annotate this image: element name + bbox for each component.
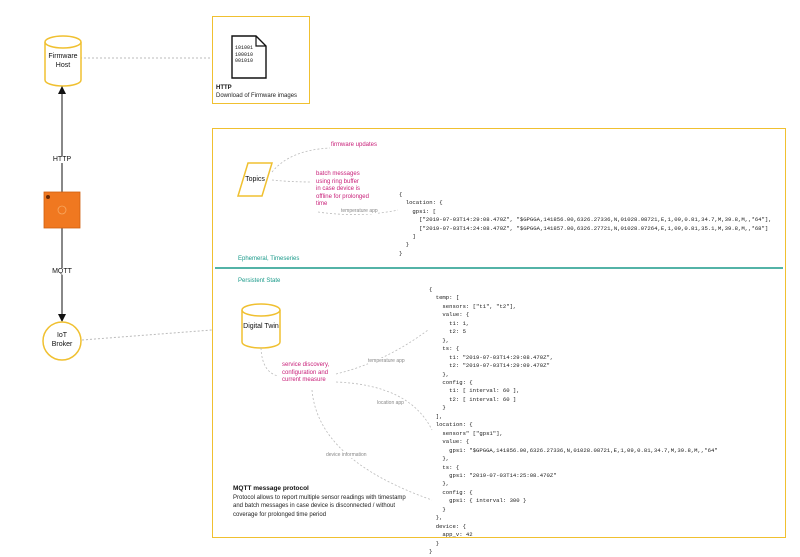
- persistent-json: { temp: [ sensors: ["t1", "t2"], value: …: [429, 286, 718, 556]
- http-box: [212, 16, 310, 104]
- service-discovery-label: service discovery, configuration and cur…: [282, 362, 330, 384]
- ephemeral-json: { location: { gps1: [ ["2019-07-03T14:29…: [399, 191, 772, 257]
- mqtt-edge-label: MQTT: [48, 268, 76, 275]
- topics-firmware-link: [271, 147, 331, 173]
- batch-messages-label: batch messages using ring buffer in case…: [316, 171, 369, 209]
- digital-twin-label: Digital Twin: [243, 323, 279, 330]
- digital-twin-cylinder[interactable]: [241, 303, 281, 349]
- batch-json-link: [317, 209, 399, 215]
- cloud-system-box: [212, 128, 786, 538]
- topics-batch-link: [271, 179, 313, 183]
- broker-box-link: [81, 329, 213, 341]
- iot-broker-circle[interactable]: [42, 321, 82, 361]
- persistent-section-label: Persistent State: [238, 278, 281, 284]
- device-information-label: device information: [326, 452, 367, 458]
- topics-shape[interactable]: [236, 162, 274, 197]
- http-box-title: HTTP: [216, 85, 232, 91]
- http-box-desc: Download of Firmware images: [216, 93, 298, 99]
- firmware-host-label: Firmware Host: [48, 53, 78, 69]
- ephemeral-section-label: Ephemeral, Timeseries: [238, 256, 300, 262]
- ephemeral-temperature-app-label: temperature app: [341, 208, 378, 214]
- file-icon: [231, 35, 267, 79]
- iot-device[interactable]: [43, 191, 81, 229]
- http-edge-label: HTTP: [48, 156, 76, 163]
- mqtt-protocol-title: MQTT message protocol: [233, 485, 309, 492]
- location-app-label: location app: [377, 400, 404, 406]
- persistent-temperature-app-label: temperature app: [368, 358, 405, 364]
- firmware-updates-label: firmware updates: [331, 142, 378, 148]
- mqtt-protocol-desc: Protocol allows to report multiple senso…: [233, 495, 406, 518]
- twin-service-link: [260, 347, 279, 377]
- topics-label: Topics: [245, 176, 265, 183]
- batch-messages-text: batch messages using ring buffer in case…: [316, 171, 369, 208]
- file-icon-text: 101001 100010 001010: [235, 45, 254, 64]
- iot-broker-label: IoT Broker: [51, 332, 73, 348]
